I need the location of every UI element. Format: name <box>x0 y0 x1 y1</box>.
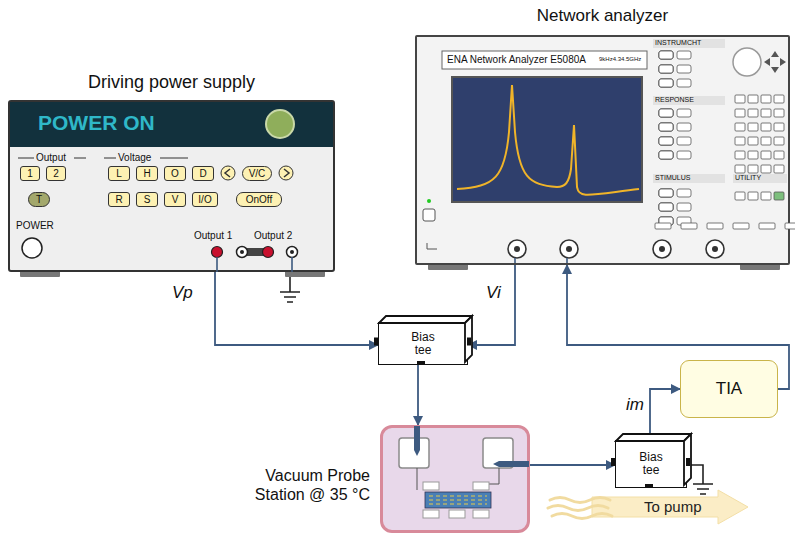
signal-name: Vi <box>484 284 503 303</box>
note-label: To pump <box>644 498 702 515</box>
node-text: R <box>115 194 122 206</box>
amplifier-box: TIA <box>680 360 778 418</box>
display-panel: POWER ON <box>10 102 333 147</box>
signal-connector <box>468 265 515 345</box>
panel-button: L <box>108 166 130 181</box>
node-text: Output 2 <box>254 230 292 242</box>
node-text: V/C <box>249 168 266 180</box>
panel-button: 2 <box>46 166 66 181</box>
panel-button: O <box>164 166 186 181</box>
panel-button: S <box>136 192 158 207</box>
node-label: Driving power supply <box>10 72 333 93</box>
power-supply: Driving power supplyOutputVoltagePOWEROu… <box>8 100 335 272</box>
signal-connector <box>530 464 615 466</box>
node-text: ENA Network Analyzer E5080A <box>447 54 586 66</box>
panel-button: V/C <box>242 166 272 181</box>
node-text: S <box>144 194 151 206</box>
panel-button: V <box>164 192 186 207</box>
node-text: 2 <box>53 168 59 180</box>
signal-name: im <box>624 396 646 415</box>
node-text: O <box>171 168 179 180</box>
device-illustration <box>417 37 788 263</box>
node-label: Network analyzer <box>417 6 788 26</box>
node-text: Output 1 <box>194 230 232 242</box>
node-label: POWER ON <box>38 111 155 135</box>
node-label: Vacuum Probe Station @ 35 °C <box>220 466 370 504</box>
node-label: TIA <box>716 379 742 399</box>
node-text: 1 <box>27 168 33 180</box>
bias-tee: Bias tee <box>615 440 687 488</box>
node-text: I/O <box>198 194 211 206</box>
node-text: T <box>36 194 42 206</box>
node-label: Bias tee <box>406 331 440 356</box>
node-text: Voltage <box>118 152 151 164</box>
signal-connector <box>417 365 419 425</box>
network-analyzer: Network analyzerENA Network Analyzer E50… <box>415 35 790 265</box>
panel-button: R <box>108 192 130 207</box>
panel-button: 1 <box>20 166 40 181</box>
node-text: POWER <box>16 220 54 232</box>
signal-connector <box>650 389 680 440</box>
node-text: V <box>172 194 179 206</box>
node-label: Bias tee <box>634 451 668 476</box>
signal-connector <box>215 272 378 345</box>
panel-button: I/O <box>192 192 218 207</box>
node-text: Output <box>36 152 66 164</box>
probe-station: Vacuum Probe Station @ 35 °C <box>380 425 530 533</box>
signal-name: Vp <box>170 284 195 303</box>
node-text: OnOff <box>246 194 273 206</box>
node-text: STIMULUS <box>655 174 690 182</box>
node-text: L <box>116 168 122 180</box>
panel-button: D <box>192 166 214 181</box>
node-text: UTILITY <box>735 174 761 182</box>
node-text: 9kHz4.34.5GHz <box>599 56 641 63</box>
panel-button: H <box>136 166 158 181</box>
bias-tee: Bias tee <box>378 322 468 365</box>
node-text: H <box>143 168 150 180</box>
panel-button: OnOff <box>236 192 282 207</box>
panel-button: T <box>28 192 50 207</box>
node-text: INSTRUMCHT <box>655 39 701 47</box>
device-illustration <box>383 428 527 530</box>
node-text: D <box>199 168 206 180</box>
node-text: RESPONSE <box>655 96 694 104</box>
